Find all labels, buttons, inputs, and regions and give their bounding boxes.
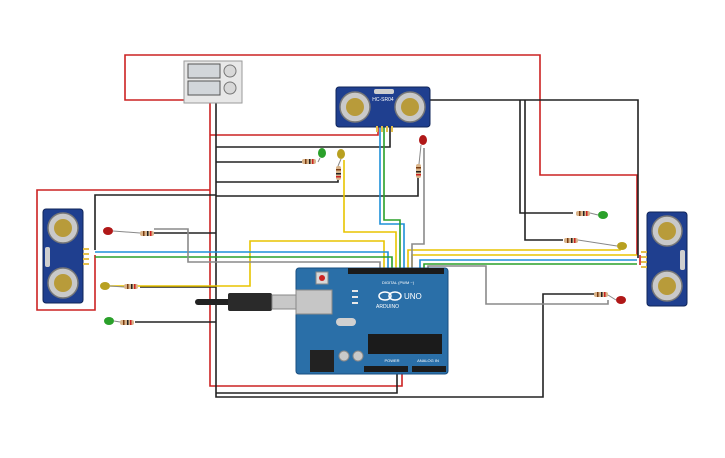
wire-blue-right-sensor[interactable] — [419, 259, 637, 270]
wire-black-led-row3[interactable] — [216, 175, 419, 197]
led-red[interactable] — [418, 135, 427, 165]
resistors — [120, 159, 608, 325]
power-module[interactable] — [183, 60, 243, 104]
wire-black-main-ground[interactable] — [215, 80, 596, 398]
wire-black-top-sensor[interactable] — [216, 118, 391, 148]
arduino-brand: ARDUINO — [376, 304, 399, 310]
resistor[interactable] — [140, 231, 154, 236]
ultrasonic-sensor-right[interactable] — [641, 211, 688, 307]
wires — [36, 54, 641, 398]
wire-gray-top-led[interactable] — [411, 148, 425, 270]
resistor[interactable] — [416, 164, 421, 178]
sensor-model-top: HC-SR04 — [372, 97, 394, 103]
wire-red-top-loop[interactable] — [124, 54, 638, 255]
resistor[interactable] — [576, 211, 590, 216]
led-green[interactable] — [589, 211, 608, 219]
digital-label: DIGITAL (PWM ~) — [382, 280, 415, 285]
wire-blue-top-sensor[interactable] — [379, 118, 405, 270]
led-yellow[interactable] — [577, 239, 627, 250]
wire-black-left-bus[interactable] — [94, 194, 216, 250]
wire-red-left-sensor[interactable] — [36, 189, 210, 311]
led-green[interactable] — [317, 148, 326, 163]
led-yellow[interactable] — [100, 282, 125, 290]
wire-blue-left-sensor[interactable] — [95, 251, 389, 270]
analog-header — [412, 366, 446, 372]
arduino-uno[interactable]: DIGITAL (PWM ~) UNO ARDUINO POWER ANALOG… — [295, 267, 449, 375]
leds — [100, 135, 627, 325]
resistor[interactable] — [302, 159, 316, 164]
wire-green-right-sensor[interactable] — [423, 263, 637, 270]
resistor[interactable] — [120, 320, 134, 325]
ultrasonic-sensor-top[interactable]: HC-SR04 — [335, 86, 431, 132]
wire-black-top-right[interactable] — [430, 99, 639, 258]
analog-label: ANALOG IN — [417, 358, 439, 363]
wire-green-left-sensor[interactable] — [95, 256, 393, 270]
arduino-model: UNO — [404, 292, 422, 301]
wire-yellow-left-led[interactable] — [110, 240, 385, 287]
wire-black-to-right-led1[interactable] — [519, 100, 573, 214]
usb-jack — [295, 289, 333, 315]
resistor[interactable] — [594, 292, 608, 297]
wire-gray-right-led[interactable] — [427, 265, 609, 305]
power-label: POWER — [384, 358, 399, 363]
wire-black-gnd-arduino[interactable] — [216, 372, 398, 394]
digital-header — [348, 268, 444, 274]
ultrasonic-sensor-left[interactable] — [42, 208, 89, 304]
wire-black-to-right-led2[interactable] — [524, 100, 563, 241]
resistor[interactable] — [336, 166, 341, 180]
wire-green-top-sensor[interactable] — [383, 118, 401, 270]
arduino-logo — [378, 291, 402, 301]
led-yellow[interactable] — [337, 149, 345, 167]
power-header — [364, 366, 408, 372]
led-green[interactable] — [104, 317, 121, 325]
microcontroller-chip — [368, 334, 442, 354]
wire-gray-left-led[interactable] — [154, 228, 381, 270]
crystal — [336, 318, 356, 326]
wire-yellow-top-led[interactable] — [343, 160, 397, 270]
resistor[interactable] — [124, 284, 138, 289]
led-red[interactable] — [607, 294, 626, 304]
usb-cable[interactable] — [195, 293, 297, 311]
power-jack — [310, 350, 334, 372]
resistor[interactable] — [564, 238, 578, 243]
wire-black-led-row2[interactable] — [216, 178, 339, 183]
led-red[interactable] — [103, 227, 141, 235]
